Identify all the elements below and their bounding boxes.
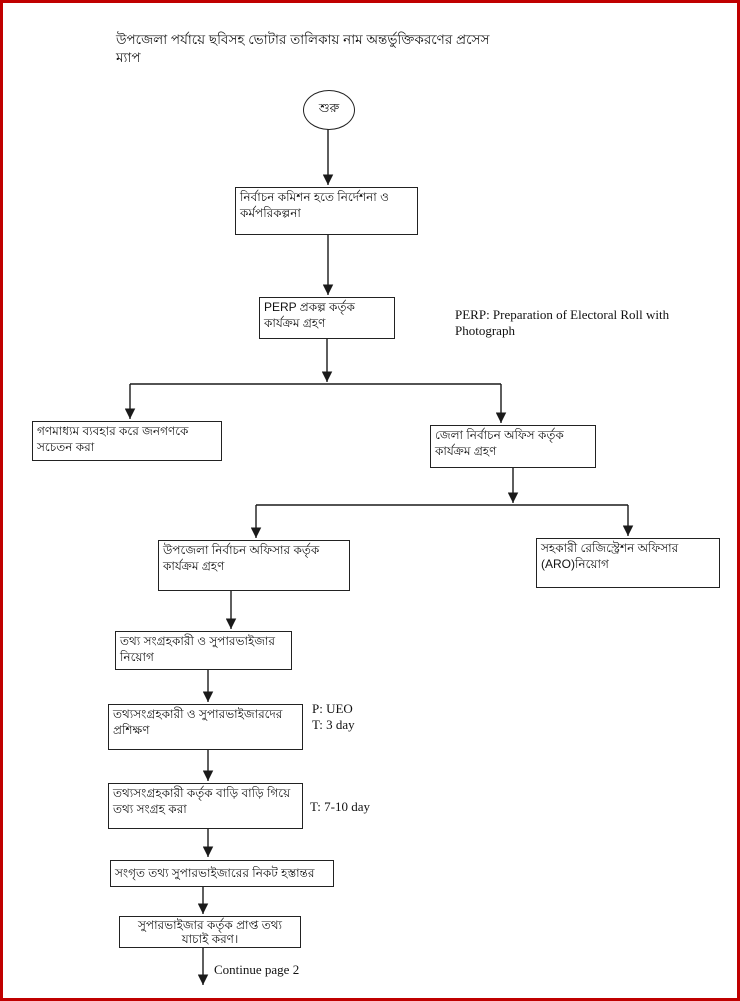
node-house-to-house: তথ্যসংগ্রহকারী কর্তৃক বাড়ি বাড়ি গিয়ে … xyxy=(108,783,303,829)
node-mass-media: গণমাধ্যম ব্যবহার করে জনগণকে সচেতন করা xyxy=(32,421,222,461)
node-district-office: জেলা নির্বাচন অফিস কর্তৃক কার্যক্রম গ্রহ… xyxy=(430,425,596,468)
node-ec-directive: নির্বাচন কমিশন হতে নির্দেশনা ও কর্মপরিকল… xyxy=(235,187,418,235)
training-time-note: T: 3 day xyxy=(312,717,355,732)
training-person-note: P: UEO xyxy=(312,701,353,716)
continue-page-note: Continue page 2 xyxy=(214,962,300,977)
collection-time-note: T: 7-10 day xyxy=(310,799,371,814)
start-label: শুরু xyxy=(318,101,340,115)
node-collector-appointment: তথ্য সংগ্রহকারী ও সুপারভাইজার নিয়োগ xyxy=(115,631,292,670)
perp-abbreviation-note: PERP: Preparation of Electoral Roll with… xyxy=(455,307,670,339)
node-perp-program: PERP প্রকল্প কর্তৃক কার্যক্রম গ্রহণ xyxy=(259,297,395,339)
start-node: শুরু xyxy=(303,90,355,130)
node-verification: সুপারভাইজার কর্তৃক প্রাপ্ত তথ্য যাচাই কর… xyxy=(119,916,301,948)
flow-connectors xyxy=(124,128,634,985)
node-handover: সংগৃত তথ্য সুপারভাইজারের নিকট হস্তান্তর xyxy=(110,860,334,887)
node-aro-appointment: সহকারী রেজিস্ট্রেশন অফিসার (ARO)নিয়োগ xyxy=(536,538,720,588)
page-title: উপজেলা পর্যায়ে ছবিসহ ভোটার তালিকায় নাম… xyxy=(116,32,490,65)
node-upazila-officer: উপজেলা নির্বাচন অফিসার কর্তৃক কার্যক্রম … xyxy=(158,540,350,591)
node-training: তথ্যসংগ্রহকারী ও সুপারভাইজারদের প্রশিক্ষ… xyxy=(108,704,303,750)
